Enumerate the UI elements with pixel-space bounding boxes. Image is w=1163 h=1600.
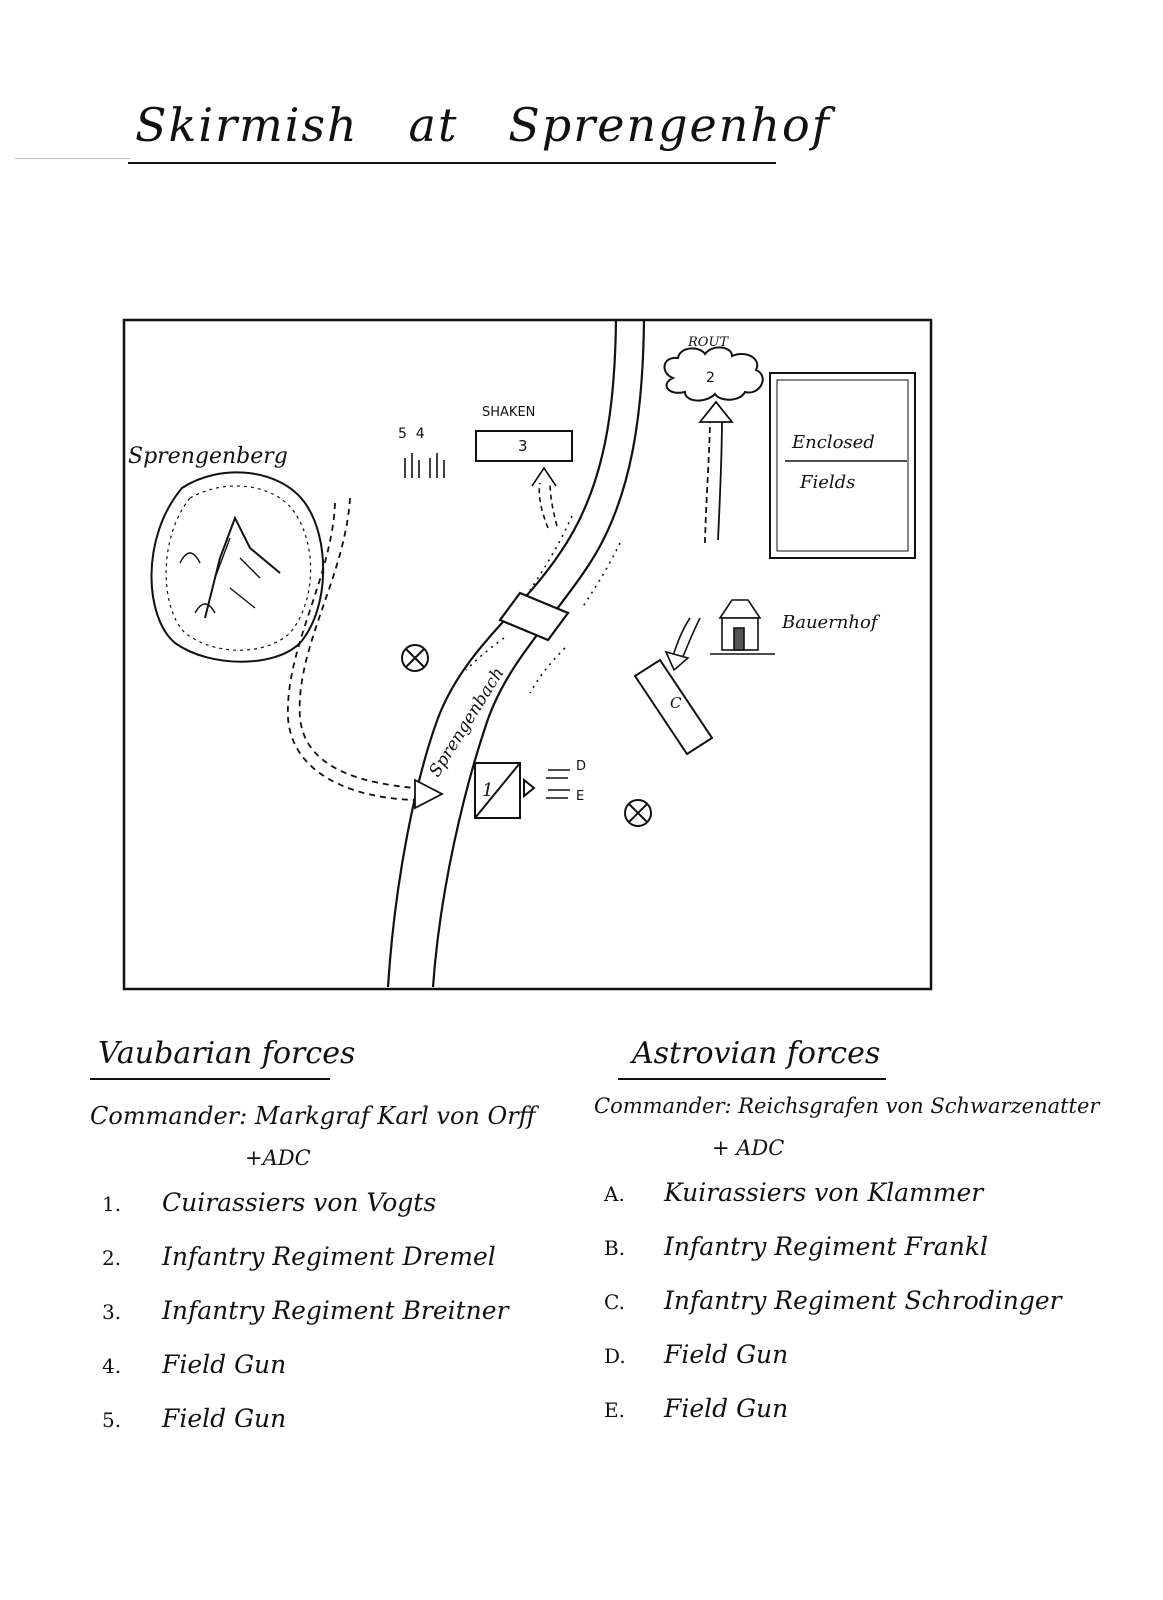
sprengenberg-hill [150, 471, 325, 663]
unit-name: Infantry Regiment Schrodinger [664, 1286, 1062, 1315]
unit-2-number: 2 [706, 370, 715, 386]
astrovian-commander: Commander: Reichsgrafen von Schwarzenatt… [594, 1094, 1100, 1118]
map-title: Skirmish at Sprengenhof [135, 98, 831, 152]
enclosed-fields-label-2: Fields [799, 472, 855, 493]
unit-2-rout-cloud [663, 346, 764, 402]
objective-marker [401, 644, 429, 672]
unit-3-number: 3 [518, 437, 528, 455]
unit-2-rout-arrow [698, 400, 734, 544]
unit-key: 1. [102, 1192, 122, 1216]
unit-key: C. [604, 1290, 625, 1314]
enclosed-fields-label-1: Enclosed [791, 432, 875, 453]
unit-c-approach-arrow [664, 617, 701, 672]
unit-key: E. [604, 1398, 625, 1422]
unit-name: Kuirassiers von Klammer [664, 1178, 984, 1207]
unit-c-letter: C [670, 694, 682, 712]
unit-key: D. [604, 1344, 626, 1368]
list-item: 5. Field Gun [102, 1404, 509, 1458]
unit-key: 3. [102, 1300, 122, 1324]
sprengenbach-stream [386, 319, 646, 988]
unit-key: 2. [102, 1246, 122, 1270]
bridge [498, 591, 570, 642]
unit-3-retreat-arrow [531, 466, 558, 529]
vaubarian-heading: Vaubarian forces [98, 1036, 356, 1071]
unit-3-marker [475, 430, 573, 462]
cavalry-approach-arrow [287, 497, 444, 810]
map-border [122, 318, 933, 991]
vaubarian-adc: +ADC [245, 1146, 311, 1170]
astrovian-heading-underline [618, 1078, 886, 1080]
astrovian-guns [546, 769, 570, 799]
unit-1-marker [474, 762, 536, 819]
list-item: 1. Cuirassiers von Vogts [102, 1188, 509, 1242]
enclosed-fields [769, 372, 916, 559]
list-item: C. Infantry Regiment Schrodinger [604, 1286, 1062, 1340]
vaubarian-gun-labels: 5 4 [398, 426, 425, 442]
vaubarian-unit-list: 1. Cuirassiers von Vogts 2. Infantry Regim… [102, 1188, 509, 1458]
unit-name: Infantry Regiment Dremel [162, 1242, 496, 1271]
unit-name: Cuirassiers von Vogts [162, 1188, 437, 1217]
unit-name: Field Gun [162, 1350, 287, 1379]
unit-key: 4. [102, 1354, 122, 1378]
faint-margin-line [15, 158, 130, 159]
vaubarian-heading-underline [90, 1078, 330, 1080]
unit-name: Field Gun [162, 1404, 287, 1433]
gun-label-e: E [576, 789, 584, 804]
astrovian-heading: Astrovian forces [632, 1036, 881, 1071]
list-item: 2. Infantry Regiment Dremel [102, 1242, 509, 1296]
rout-label: ROUT [687, 335, 729, 350]
unit-key: A. [604, 1182, 625, 1206]
unit-key: B. [604, 1236, 626, 1260]
gun-label-d: D [576, 759, 586, 774]
battle-map: 1 D E 5 4 SHAKEN 3 ROUT 2 Enclosed [120, 318, 955, 1008]
unit-name: Field Gun [664, 1394, 789, 1423]
list-item: B. Infantry Regiment Frankl [604, 1232, 1062, 1286]
objective-marker [624, 799, 652, 827]
sprengenberg-label: Sprengenberg [128, 444, 288, 469]
list-item: E. Field Gun [604, 1394, 1062, 1448]
bauernhof-farm [710, 599, 775, 655]
list-item: D. Field Gun [604, 1340, 1062, 1394]
vaubarian-guns [404, 453, 445, 478]
astrovian-adc: + ADC [712, 1136, 785, 1160]
unit-c-marker [633, 658, 714, 756]
list-item: A. Kuirassiers von Klammer [604, 1178, 1062, 1232]
unit-name: Field Gun [664, 1340, 789, 1369]
bauernhof-label: Bauernhof [781, 612, 881, 633]
unit-name: Infantry Regiment Frankl [664, 1232, 988, 1261]
title-underline [128, 162, 776, 164]
unit-name: Infantry Regiment Breitner [162, 1296, 509, 1325]
vaubarian-commander: Commander: Markgraf Karl von Orff [90, 1102, 536, 1130]
skirmish-lines [465, 515, 621, 694]
unit-1-number: 1 [482, 780, 493, 801]
astrovian-unit-list: A. Kuirassiers von Klammer B. Infantry Reg… [604, 1178, 1062, 1448]
list-item: 4. Field Gun [102, 1350, 509, 1404]
list-item: 3. Infantry Regiment Breitner [102, 1296, 509, 1350]
unit-key: 5. [102, 1408, 122, 1432]
shaken-label: SHAKEN [482, 405, 535, 420]
